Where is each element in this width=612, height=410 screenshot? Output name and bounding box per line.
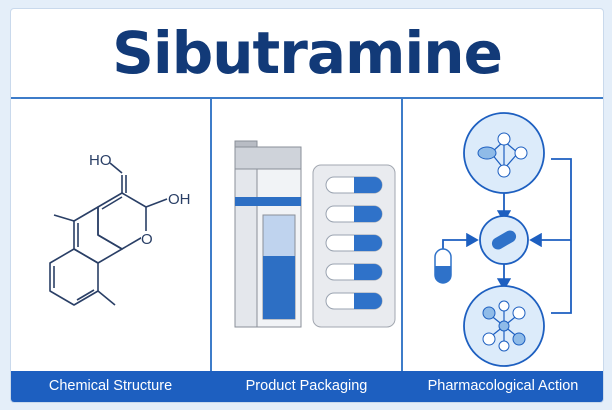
methyl-bond-upper	[53, 214, 75, 222]
capsule	[325, 292, 383, 310]
pyranone-ring	[97, 192, 147, 250]
receptor-cluster-top	[463, 112, 545, 194]
methyl-bond-lower	[97, 290, 116, 306]
ring-oxygen-label: O	[141, 231, 153, 248]
capsule	[325, 176, 383, 194]
ho-label: HO	[89, 152, 112, 169]
label-bar	[11, 371, 603, 402]
panel-divider-1	[210, 99, 212, 402]
mechanism-diagram	[434, 112, 572, 367]
chemical-structure-label: Chemical Structure	[48, 378, 173, 394]
title-band: Sibutramine	[11, 9, 603, 99]
product-packaging-label: Product Packaging	[245, 378, 368, 394]
drug-target-node	[479, 215, 529, 265]
peroxy-bond	[109, 162, 123, 174]
middle-ring	[73, 206, 123, 264]
panel-divider-2	[401, 99, 403, 402]
hydroxyl-bond	[145, 198, 168, 208]
medicine-box	[234, 140, 302, 328]
receptor-cluster-bottom	[463, 285, 545, 367]
infographic-card: Sibutramine	[10, 8, 604, 403]
product-packaging-panel	[212, 99, 401, 369]
capsule	[325, 205, 383, 223]
pill-icon	[434, 248, 452, 284]
benzene-ring	[49, 248, 99, 306]
page-title: Sibutramine	[112, 19, 503, 87]
chemical-structure-diagram	[49, 162, 168, 306]
packaging-illustration	[234, 140, 396, 328]
capsule	[325, 234, 383, 252]
pharmacological-action-panel	[403, 99, 603, 369]
feedback-line	[551, 158, 572, 314]
pharmacological-action-label: Pharmacological Action	[427, 378, 579, 394]
capsule-group	[325, 176, 383, 310]
capsule	[325, 263, 383, 281]
chemical-structure-panel: HO OH O	[11, 99, 210, 369]
oh-label: OH	[168, 191, 191, 208]
